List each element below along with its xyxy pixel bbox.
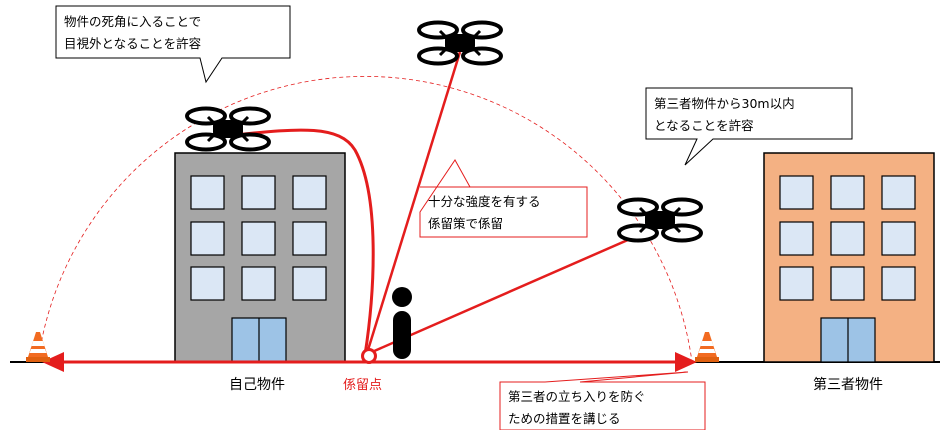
tether-point-marker: [361, 348, 377, 364]
own-building: [174, 152, 346, 363]
own-property-label: 自己物件: [229, 377, 285, 393]
third-party-building: [763, 152, 935, 363]
callout-entry-line-1: 第三者の立ち入りを防ぐ: [508, 389, 646, 404]
callout-entry-prevention: 第三者の立ち入りを防ぐ ための措置を講じる: [499, 371, 706, 430]
range-arrow-right-head: [675, 352, 697, 372]
traffic-cone-icon: [695, 332, 719, 362]
traffic-cone-icon: [26, 332, 50, 362]
callout-tether-line-1: 十分な強度を有する: [428, 194, 541, 209]
callout-tether-line-2: 係留策で係留: [428, 216, 503, 231]
callout-third-party-30m: 第三者物件から30m以内 となることを許容: [645, 87, 853, 166]
tether-line-top: [366, 51, 462, 351]
drone-icon: [617, 197, 703, 243]
callout-tether-strength: 十分な強度を有する 係留策で係留: [419, 159, 588, 238]
tether-line-blind-spot: [234, 128, 375, 356]
third-party-property-label: 第三者物件: [813, 376, 883, 393]
callout-entry-line-2: ための措置を講じる: [508, 411, 621, 426]
drone-icon: [185, 106, 271, 152]
callout-blind-spot-line-2: 目視外となることを許容: [64, 36, 201, 51]
range-arrow-left-head: [42, 352, 64, 372]
callout-blind-spot: 物件の死角に入ることで 目視外となることを許容: [55, 5, 291, 84]
tether-point-label: 係留点: [343, 378, 382, 393]
callout-blind-spot-line-1: 物件の死角に入ることで: [64, 14, 201, 29]
callout-third-party-line-2: となることを許容: [654, 118, 754, 133]
flight-range-arc: [37, 76, 693, 363]
drone-icon: [417, 20, 503, 66]
person-icon: [392, 287, 412, 359]
callout-third-party-line-1: 第三者物件から30m以内: [654, 96, 795, 111]
tether-line-right: [371, 226, 656, 354]
